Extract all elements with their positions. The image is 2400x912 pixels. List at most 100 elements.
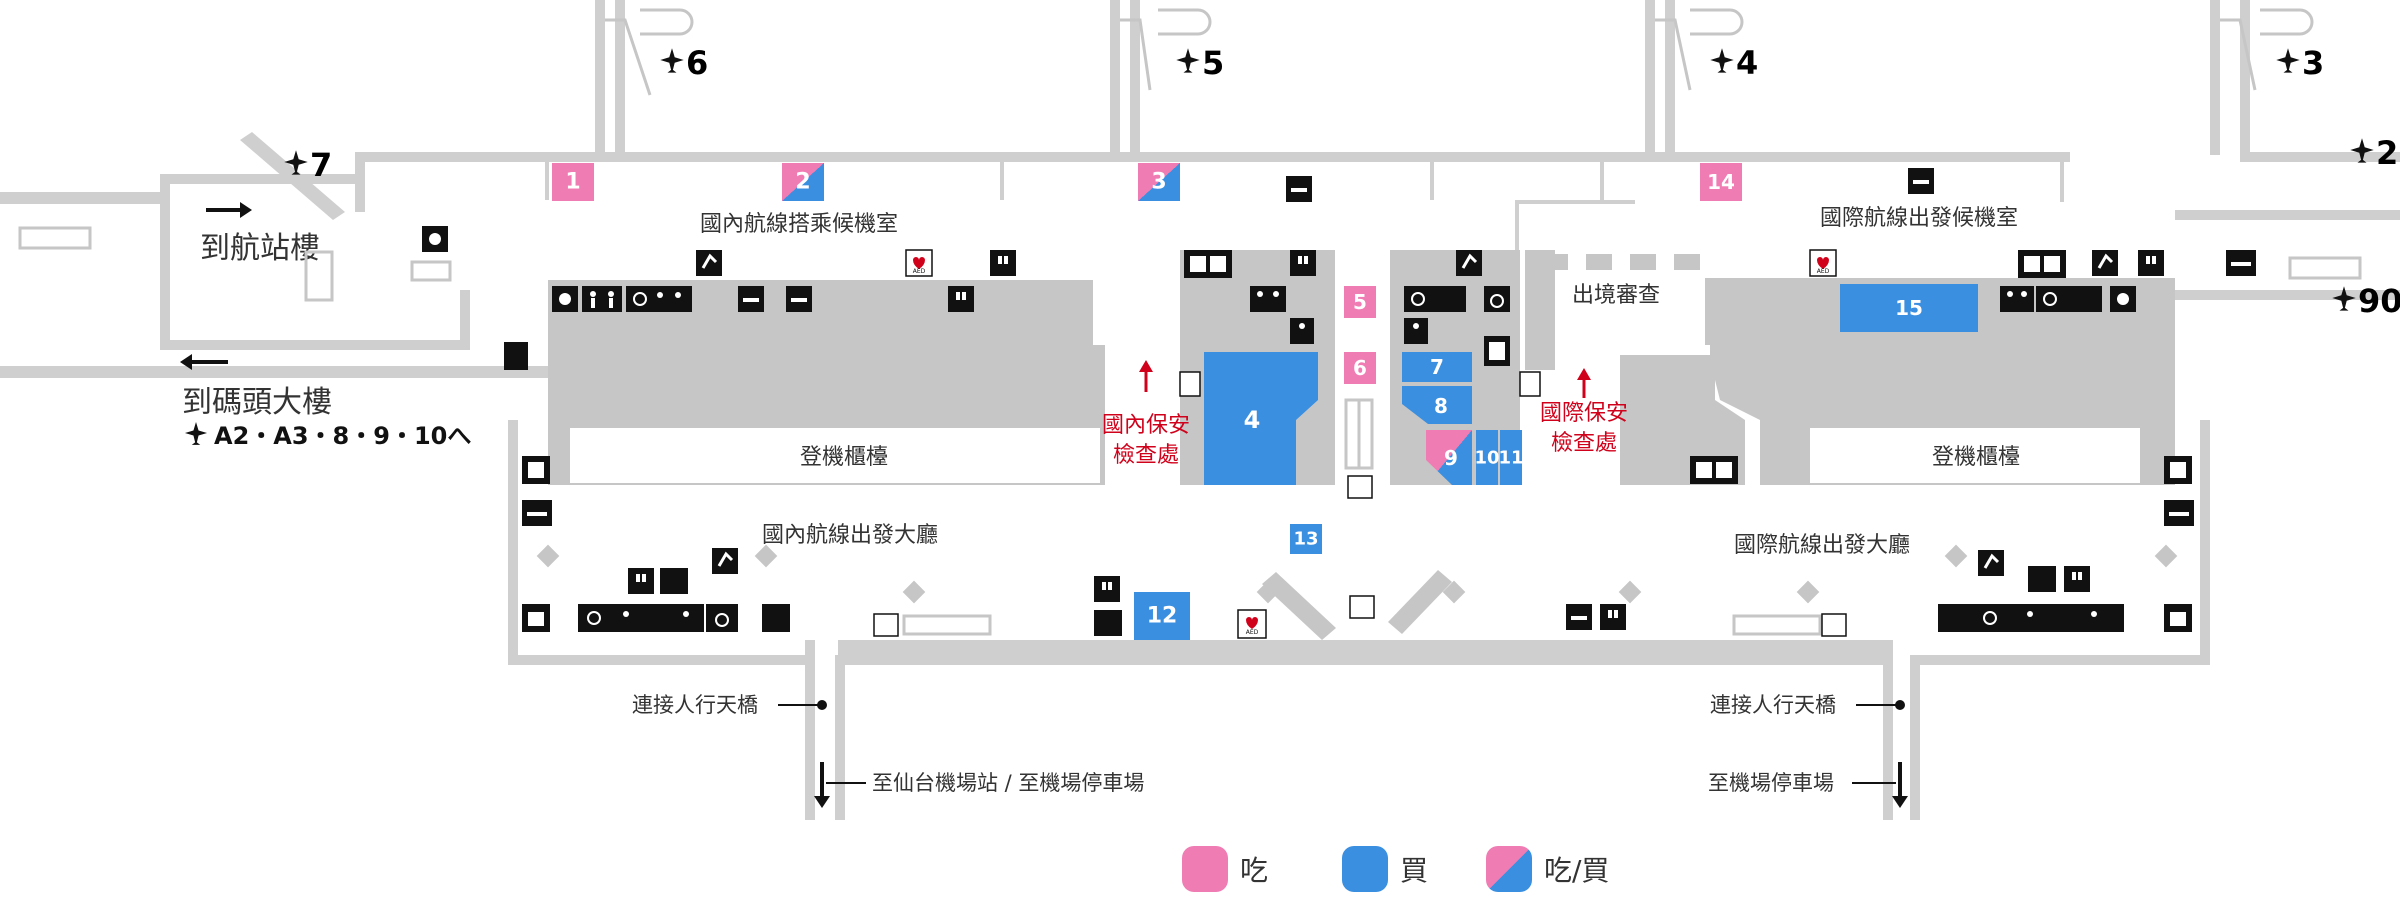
baby-care-icon <box>422 226 448 252</box>
shop-4[interactable]: 4 <box>1204 352 1318 485</box>
aed-icon: AED <box>1809 249 1837 277</box>
restroom-icon <box>582 286 622 312</box>
shop-2[interactable]: 2 <box>782 163 824 201</box>
bridge-left: 連接人行天橋 <box>632 693 827 717</box>
shop-3[interactable]: 3 <box>1138 163 1180 201</box>
shop-11-number: 11 <box>1498 448 1523 469</box>
atm-icon <box>1179 371 1201 397</box>
shop-3-number: 3 <box>1151 170 1166 195</box>
legend-eat-label: 吃 <box>1240 854 1268 887</box>
checkin-counter-right-label: 登機櫃檯 <box>1932 445 2020 470</box>
gate-6: 6 <box>660 44 708 82</box>
arrival-arrow-icon <box>206 202 252 218</box>
bridge-right: 連接人行天橋 <box>1710 693 1905 717</box>
shop-1[interactable]: 1 <box>552 163 594 201</box>
gate-90: 90 <box>2332 282 2400 320</box>
shop-15[interactable]: 15 <box>1840 284 1978 332</box>
aed-icon: AED <box>905 249 933 277</box>
gate-7-label: 7 <box>310 146 332 184</box>
accessible-restroom-icon <box>2036 286 2102 312</box>
building-walls <box>0 0 2400 820</box>
svg-text:AED: AED <box>1246 629 1259 636</box>
to-parking-arrow-icon <box>1852 762 1908 808</box>
shop-8-number: 8 <box>1434 394 1448 418</box>
shop-12[interactable]: 12 <box>1134 592 1190 640</box>
gate-7: 7 <box>284 146 332 184</box>
center-escalator-diagonals <box>1262 570 1452 640</box>
drinking-fountain-icon <box>712 548 738 574</box>
shop-13[interactable]: 13 <box>1290 524 1322 554</box>
gate-2-label: 2 <box>2376 134 2398 172</box>
wharf-building-label: 到碼頭大樓 <box>182 385 332 420</box>
aed-icon: AED <box>1237 609 1267 639</box>
baby-care-icon <box>552 286 578 312</box>
shop-6-number: 6 <box>1353 356 1367 380</box>
diamond-markers <box>536 544 2178 604</box>
legend-buy-label: 買 <box>1400 854 1428 887</box>
smoking-room-icon <box>1908 168 1934 194</box>
charging-outlet-icon <box>1290 250 1316 276</box>
domestic-security-line1: 國內保安 <box>1102 413 1190 438</box>
smoking-room-icon <box>1286 176 1312 202</box>
wharf-arrow-icon <box>180 354 228 370</box>
legend-buy: 買 <box>1342 846 1428 892</box>
charging-outlet-icon <box>1094 576 1120 602</box>
domestic-security-checkpoint: 國內保安 檢查處 <box>1102 360 1190 468</box>
shop-8[interactable]: 8 <box>1402 386 1472 424</box>
restroom-men-icon <box>1404 318 1428 344</box>
intl-security-line1: 國際保安 <box>1540 401 1628 426</box>
accessible-restroom-icon <box>578 604 704 632</box>
svg-text:AED: AED <box>1817 268 1830 275</box>
accessible-restroom-icon <box>1938 604 2124 632</box>
accessible-restroom-icon <box>1404 286 1466 312</box>
charging-outlet-icon <box>2064 566 2090 592</box>
shop-2-number: 2 <box>795 170 810 195</box>
to-parking-label: 至機場停車場 <box>1708 771 1834 795</box>
elevator-icon <box>2018 250 2066 278</box>
phone-charging-icon <box>1094 610 1122 636</box>
shop-7[interactable]: 7 <box>1402 352 1472 382</box>
restroom-women-icon <box>1290 318 1314 344</box>
shop-14[interactable]: 14 <box>1700 163 1742 201</box>
charging-outlet-icon <box>990 250 1016 276</box>
facility-icons: AED AED <box>422 168 2256 639</box>
shop-11[interactable]: 11 <box>1498 430 1524 485</box>
smoking-area-icon <box>522 500 552 526</box>
shop-6[interactable]: 6 <box>1344 352 1376 384</box>
legend-eat: 吃 <box>1182 846 1268 892</box>
bridge-right-label: 連接人行天橋 <box>1710 693 1836 717</box>
drinking-fountain-icon <box>2092 250 2118 276</box>
smoking-room-icon <box>1566 604 1592 630</box>
escalators <box>304 250 1822 636</box>
shops: 1 2 3 4 5 6 7 8 <box>552 163 1978 640</box>
emigration-booths <box>1542 254 1700 270</box>
domestic-security-line2: 檢查處 <box>1113 443 1179 468</box>
gate-5-label: 5 <box>1202 44 1224 82</box>
gate-90-label: 90 <box>2358 282 2400 320</box>
shop-10[interactable]: 10 <box>1474 430 1500 485</box>
phone-charging-icon <box>660 568 688 594</box>
elevator-icon <box>1690 456 1738 484</box>
jet-bridges <box>18 8 2362 280</box>
wheelchair-icon <box>706 604 738 632</box>
shop-9[interactable]: 9 <box>1426 430 1472 485</box>
shop-9-number: 9 <box>1444 446 1458 470</box>
intl-security-line2: 檢查處 <box>1551 431 1617 456</box>
intl-waiting-room-label: 國際航線出發候機室 <box>1820 206 2018 231</box>
phone-charging-icon <box>2028 566 2056 592</box>
shopping-bag-icon <box>762 604 790 632</box>
shop-13-number: 13 <box>1293 529 1318 550</box>
smoking-area-icon <box>2226 250 2256 276</box>
to-station-label: 至仙台機場站 / 至機場停車場 <box>872 771 1144 795</box>
emigration-label: 出境審查 <box>1572 283 1660 308</box>
smoking-area-icon <box>2164 500 2194 526</box>
coin-locker-icon <box>2164 604 2192 632</box>
info-desk-icon <box>522 456 550 484</box>
accessible-restroom-icon <box>626 286 692 312</box>
wharf-gates-label: A2・A3・8・9・10へ <box>214 422 471 450</box>
shop-4-number: 4 <box>1244 406 1261 434</box>
gate-2: 2 <box>2350 134 2398 172</box>
escalator-icon <box>873 613 899 637</box>
shop-5[interactable]: 5 <box>1344 286 1376 318</box>
